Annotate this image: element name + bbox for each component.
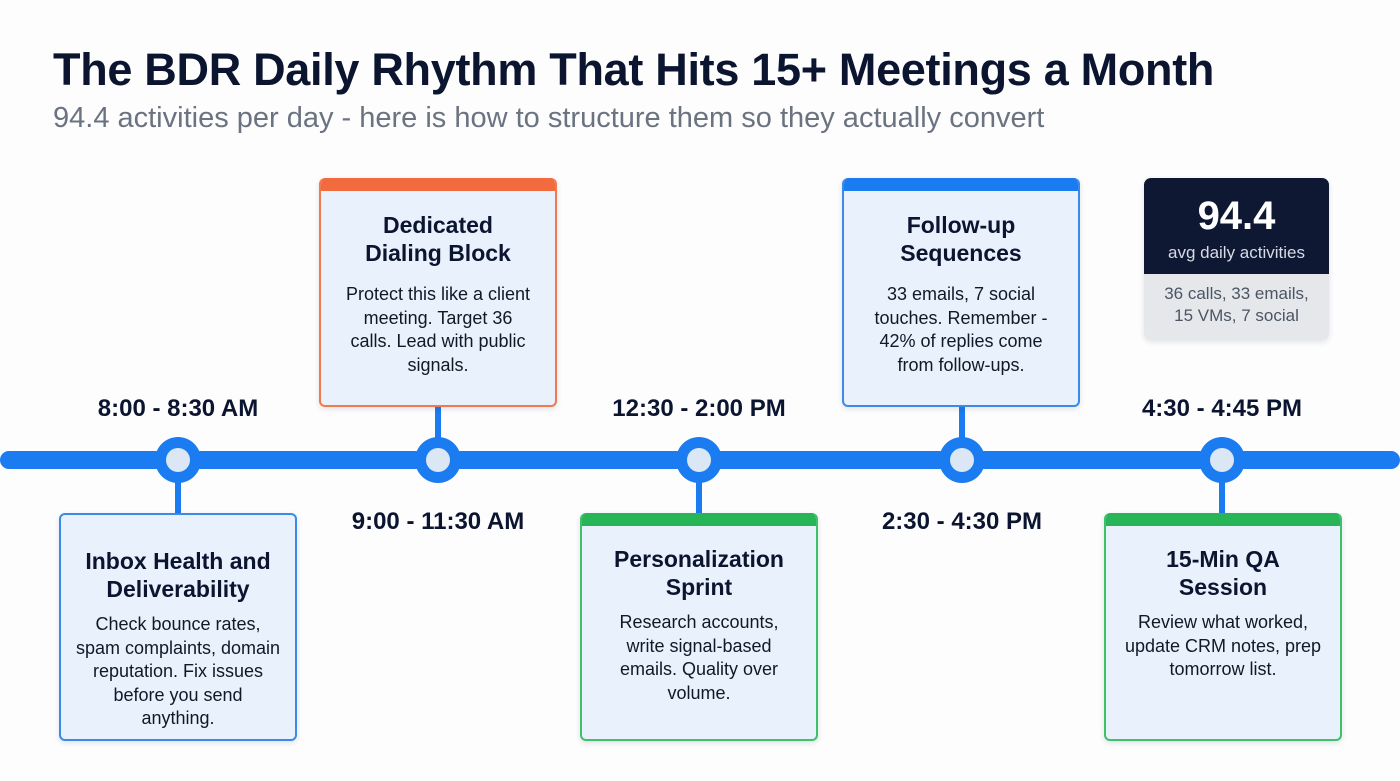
card-title: Dedicated Dialing Block	[331, 211, 545, 267]
card-follow-up-sequences: Follow-up Sequences 33 emails, 7 social …	[842, 178, 1080, 407]
stat-value: 94.4	[1197, 194, 1276, 238]
stat-box: 94.4 avg daily activities 36 calls, 33 e…	[1144, 178, 1329, 340]
card-title-line: 15-Min QA	[1166, 546, 1280, 572]
card-title: Personalization Sprint	[592, 545, 806, 601]
card-title-line: Deliverability	[106, 576, 250, 602]
card-accent-bar	[1106, 513, 1340, 526]
card-inbox-health: Inbox Health and Deliverability Check bo…	[59, 513, 297, 741]
stem-1	[175, 470, 181, 514]
card-personalization-sprint: Personalization Sprint Research accounts…	[580, 513, 818, 741]
stat-breakdown-line: 36 calls, 33 emails,	[1164, 284, 1309, 303]
card-title-line: Dedicated	[383, 212, 493, 238]
card-title-line: Session	[1178, 574, 1268, 600]
timeline-node-3	[676, 437, 722, 483]
card-title-line: Follow-up	[906, 212, 1016, 238]
card-title: Follow-up Sequences	[854, 211, 1068, 267]
card-title-line: Personalization	[614, 546, 784, 572]
card-body: Research accounts, write signal-based em…	[619, 612, 779, 703]
card-body: Protect this like a client meeting. Targ…	[345, 284, 531, 375]
card-dialing-block: Dedicated Dialing Block Protect this lik…	[319, 178, 557, 407]
card-body: Check bounce rates, spam complaints, dom…	[75, 614, 281, 728]
card-accent-bar	[321, 178, 555, 191]
page-title: The BDR Daily Rhythm That Hits 15+ Meeti…	[53, 44, 1215, 95]
stat-breakdown: 36 calls, 33 emails, 15 VMs, 7 social	[1144, 274, 1329, 340]
stem-5	[1219, 470, 1225, 514]
timeline-node-4	[939, 437, 985, 483]
card-body: 33 emails, 7 social touches. Remember - …	[874, 284, 1048, 375]
timeline-node-5	[1199, 437, 1245, 483]
time-label-3: 12:30 - 2:00 PM	[612, 395, 786, 422]
stat-highlight: 94.4 avg daily activities	[1144, 178, 1329, 274]
card-title-line: Sprint	[665, 574, 733, 600]
stem-3	[696, 470, 702, 514]
timeline-node-2	[415, 437, 461, 483]
time-label-2: 9:00 - 11:30 AM	[351, 508, 525, 535]
stem-4	[959, 406, 965, 450]
card-body: Review what worked, update CRM notes, pr…	[1124, 612, 1322, 679]
card-qa-session: 15-Min QA Session Review what worked, up…	[1104, 513, 1342, 741]
card-title: Inbox Health and Deliverability	[71, 547, 285, 603]
card-title-line: Dialing Block	[365, 240, 511, 266]
card-title-line: Sequences	[900, 240, 1022, 266]
card-title-line: Inbox Health and	[85, 548, 271, 574]
card-accent-bar	[844, 178, 1078, 191]
card-accent-bar	[582, 513, 816, 526]
timeline-node-1	[155, 437, 201, 483]
time-label-1: 8:00 - 8:30 AM	[97, 395, 259, 422]
time-label-4: 2:30 - 4:30 PM	[881, 508, 1043, 535]
card-title: 15-Min QA Session	[1116, 545, 1330, 601]
stem-2	[435, 406, 441, 450]
stat-breakdown-line: 15 VMs, 7 social	[1174, 306, 1299, 325]
time-label-5: 4:30 - 4:45 PM	[1141, 395, 1303, 422]
stat-label: avg daily activities	[1167, 243, 1305, 262]
page-subtitle: 94.4 activities per day - here is how to…	[53, 102, 1045, 134]
